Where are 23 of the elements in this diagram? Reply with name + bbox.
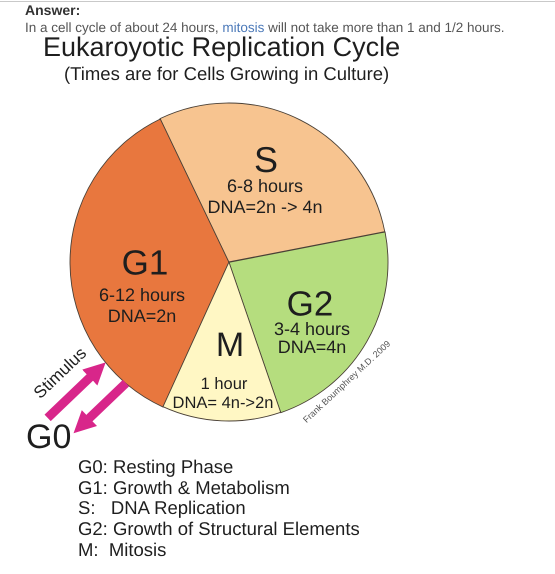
diagram-title: Eukaroyotic Replication Cycle: [43, 34, 400, 61]
duration-text: 6-12 hours: [98, 286, 186, 304]
phase-name: G1: [122, 245, 168, 280]
text-link: mitosis: [222, 20, 264, 35]
phase-definition: M: Mitosis: [78, 540, 166, 560]
duration-text: 6-8 hours: [226, 177, 303, 195]
phase-name: G2: [286, 286, 334, 322]
phase-definition: S: DNA Replication: [78, 499, 246, 518]
phase-name: S: [254, 142, 278, 178]
dna-content-text: DNA=4n: [278, 338, 346, 356]
phase-name: M: [216, 328, 244, 362]
phase-definition: G1: Growth & Metabolism: [78, 478, 290, 498]
answer-text: In a cell cycle of about 24 hours, mitosis will not take more than 1 and 1/2 hours.: [25, 21, 505, 34]
duration-text: 3-4 hours: [274, 320, 350, 338]
dna-content-text: DNA= 4n->2n: [172, 394, 274, 412]
phase-definition: G2: Growth of Structural Elements: [78, 520, 360, 539]
subtitle: (Times are for Cells Growing in Culture): [64, 65, 390, 84]
phase-definition: G0: Resting Phase: [78, 458, 234, 476]
answer-heading: Answer:: [25, 3, 80, 17]
dna-content-text: DNA=2n -> 4n: [207, 198, 323, 216]
dna-content-text: DNA=2n: [108, 306, 176, 325]
phase-label: G0: [26, 420, 72, 454]
duration-text: 1 hour: [200, 376, 248, 392]
